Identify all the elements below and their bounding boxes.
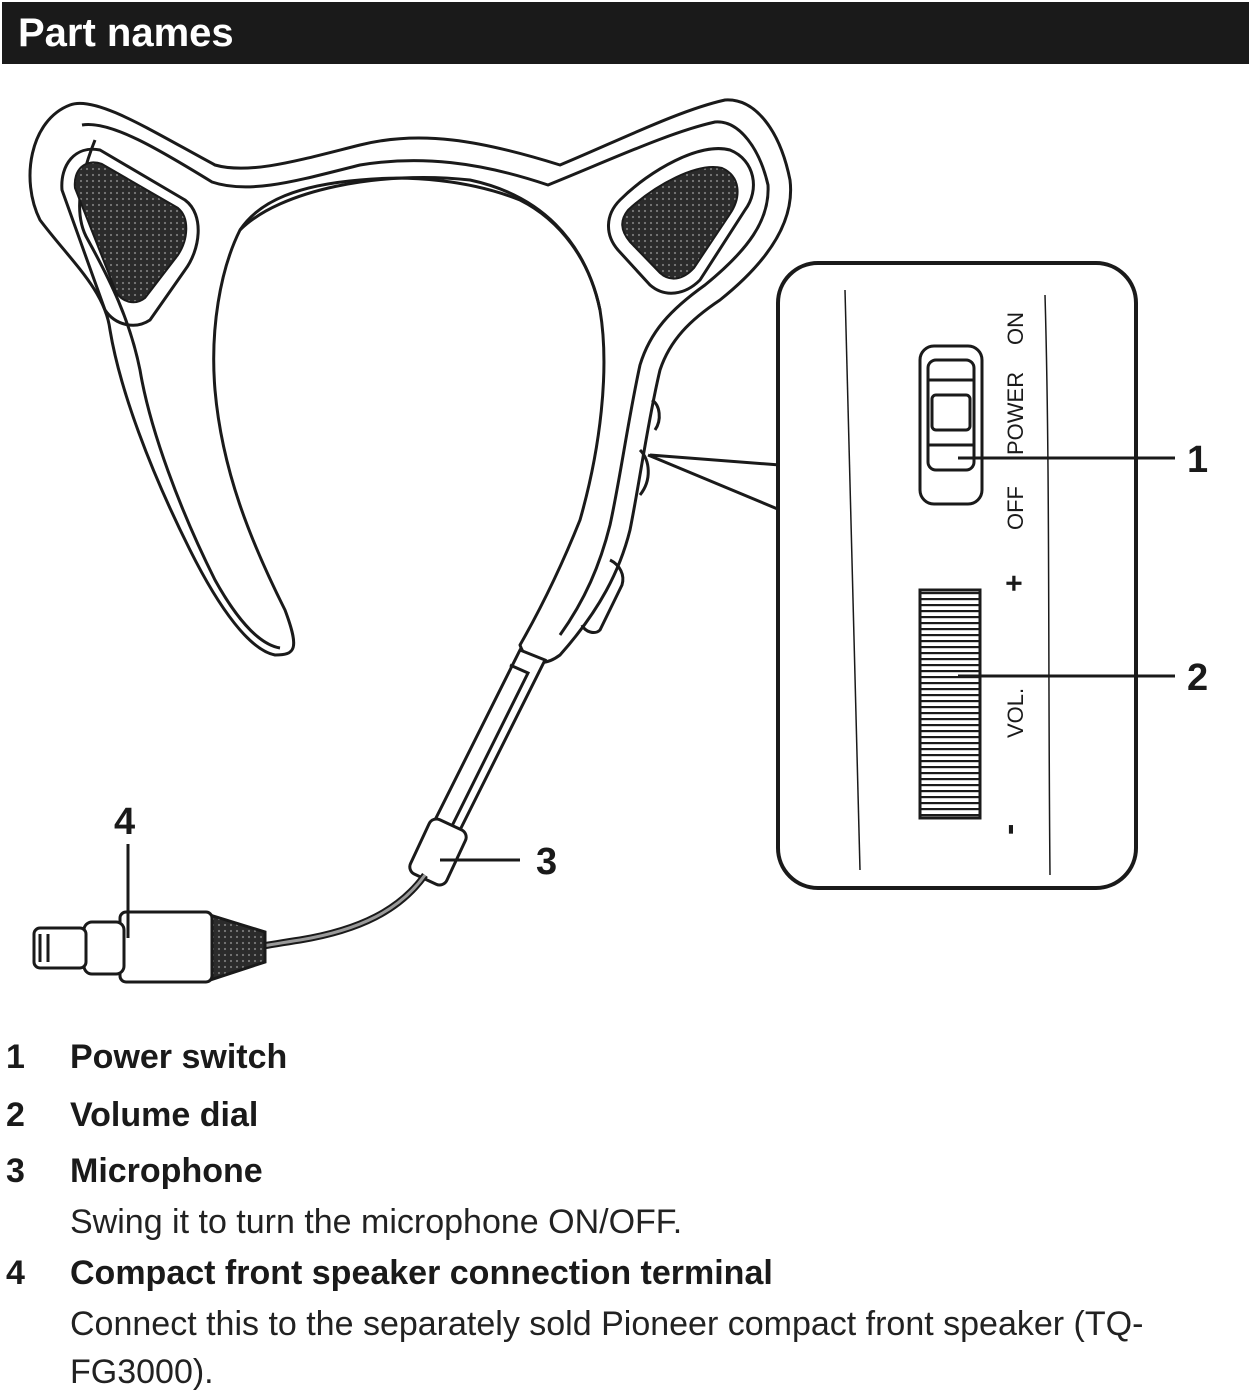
power-switch (918, 344, 984, 506)
left-speaker-grille (73, 161, 188, 304)
part-number: 1 (6, 1038, 25, 1076)
part-name: Power switch (70, 1038, 288, 1076)
part-name: Compact front speaker connection termina… (70, 1254, 773, 1292)
neckband (28, 98, 793, 664)
cable (261, 872, 428, 950)
connection-terminal (32, 910, 267, 984)
part-number: 3 (6, 1152, 25, 1190)
on-label: ON (1003, 312, 1028, 345)
off-label: OFF (1003, 486, 1028, 530)
plus-label: + (998, 574, 1031, 592)
callout-3: 3 (536, 841, 557, 883)
headset-illustration: ON POWER OFF + VOL. - 1 2 3 4 (0, 70, 1251, 1010)
part-number: 2 (6, 1096, 25, 1134)
callout-lines (126, 456, 1175, 938)
microphone-boom (408, 558, 625, 887)
vol-label: VOL. (1003, 688, 1028, 738)
callout-1: 1 (1187, 439, 1208, 481)
zoom-leader-lines (647, 453, 781, 512)
volume-dial (918, 588, 982, 820)
part-description: Connect this to the separately sold Pion… (70, 1305, 1144, 1391)
section-title: Part names (18, 11, 234, 55)
part-name: Microphone (70, 1152, 263, 1190)
minus-label: - (990, 824, 1028, 835)
callout-2: 2 (1187, 657, 1208, 699)
part-name: Volume dial (70, 1096, 259, 1134)
right-speaker-grille (621, 166, 739, 280)
part-description: Swing it to turn the microphone ON/OFF. (70, 1203, 683, 1241)
control-panel-inset: ON POWER OFF + VOL. - (776, 261, 1138, 890)
section-header: Part names (2, 2, 1249, 64)
power-label: POWER (1003, 372, 1028, 455)
part-number: 4 (6, 1254, 25, 1292)
callout-4: 4 (114, 801, 135, 843)
